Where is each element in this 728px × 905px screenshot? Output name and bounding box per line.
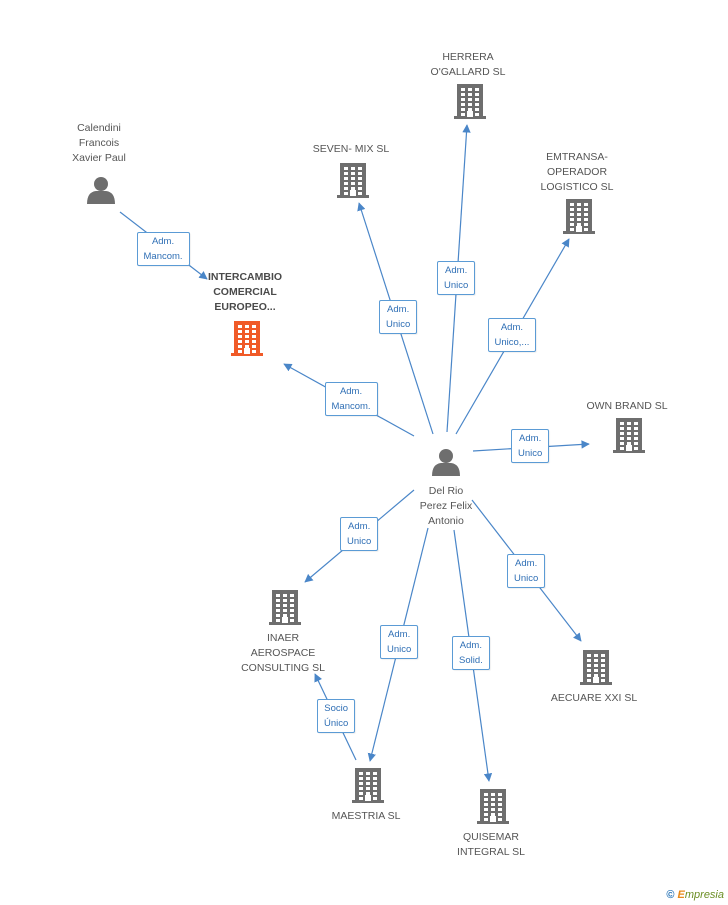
- relation-label-center-intercambio[interactable]: Adm. Mancom.: [324, 382, 378, 416]
- node-label-herrera[interactable]: HERRERA O'GALLARD SL: [431, 50, 506, 80]
- node-label-line: Del Rio: [428, 485, 464, 497]
- node-label-line: HERRERA: [442, 51, 494, 63]
- relation-text: Adm.: [459, 640, 482, 651]
- person-icon[interactable]: [431, 447, 461, 482]
- copyright-icon: ©: [666, 889, 675, 901]
- node-label-intercambio[interactable]: INTERCAMBIO COMERCIAL EUROPEO...: [208, 270, 282, 315]
- node-label-line: OWN BRAND SL: [586, 400, 668, 412]
- relation-text: Unico: [347, 536, 372, 547]
- node-label-line: Xavier Paul: [72, 152, 126, 164]
- node-label-line: Antonio: [428, 515, 464, 527]
- relation-text: Unico: [444, 280, 469, 291]
- building-icon[interactable]: [231, 320, 263, 361]
- relation-text: Unico: [514, 573, 539, 584]
- relation-text: Unico: [386, 319, 411, 330]
- relation-text: Adm.: [445, 265, 468, 276]
- relation-label-calendini-intercambio[interactable]: Adm. Mancom.: [136, 232, 190, 266]
- node-label-ownbrand[interactable]: OWN BRAND SL: [586, 399, 667, 414]
- node-label-line: MAESTRIA SL: [331, 810, 401, 822]
- building-icon[interactable]: [269, 589, 301, 630]
- relation-label-center-seven[interactable]: Adm. Unico: [379, 300, 418, 334]
- relation-label-center-herrera[interactable]: Adm. Unico: [437, 261, 476, 295]
- relation-label-center-quisemar[interactable]: Adm. Solid.: [452, 636, 490, 670]
- node-label-line: CONSULTING SL: [241, 662, 325, 674]
- node-label-line: O'GALLARD SL: [430, 66, 506, 78]
- node-label-maestria[interactable]: MAESTRIA SL: [332, 809, 401, 824]
- relation-label-center-emtransa[interactable]: Adm. Unico,...: [487, 318, 537, 352]
- person-icon[interactable]: [86, 175, 116, 210]
- relation-text: Unico,...: [494, 337, 530, 348]
- building-icon[interactable]: [337, 162, 369, 203]
- relation-text: Adm.: [387, 304, 410, 315]
- relation-text: Adm.: [339, 386, 363, 397]
- node-label-emtransa[interactable]: EMTRANSA- OPERADOR LOGISTICO SL: [541, 150, 614, 195]
- building-icon[interactable]: [563, 198, 595, 239]
- relation-text: Adm.: [388, 629, 411, 640]
- node-label-line: OPERADOR: [546, 166, 608, 178]
- relation-text: Único: [324, 718, 349, 729]
- node-label-line: EMTRANSA-: [546, 151, 608, 163]
- node-label-quisemar[interactable]: QUISEMAR INTEGRAL SL: [457, 830, 525, 860]
- relation-text: Mancom.: [143, 251, 183, 262]
- relation-label-center-maestria[interactable]: Adm. Unico: [380, 625, 419, 659]
- building-icon[interactable]: [580, 649, 612, 690]
- relation-text: Solid.: [459, 655, 483, 666]
- node-label-line: LOGISTICO SL: [540, 181, 614, 193]
- relation-text: Unico: [518, 448, 543, 459]
- node-label-aecuare[interactable]: AECUARE XXI SL: [551, 691, 637, 706]
- building-icon[interactable]: [352, 767, 384, 808]
- node-label-line: AECUARE XXI SL: [550, 692, 638, 704]
- node-label-line: SEVEN- MIX SL: [312, 143, 390, 155]
- relation-label-center-aecuare[interactable]: Adm. Unico: [507, 554, 546, 588]
- empresia-brand[interactable]: ©Empresia: [666, 889, 724, 901]
- node-label-line: COMERCIAL: [213, 286, 277, 298]
- node-label-line: Calendini: [77, 122, 121, 134]
- node-label-line: EUROPEO...: [214, 301, 276, 313]
- relation-text: Socio: [324, 703, 349, 714]
- node-label-line: Perez Felix: [419, 500, 473, 512]
- node-label-inaer[interactable]: INAER AEROSPACE CONSULTING SL: [241, 631, 325, 676]
- node-label-line: Francois: [78, 137, 120, 149]
- node-label-line: INAER: [266, 632, 300, 644]
- relation-label-center-ownbrand[interactable]: Adm. Unico: [511, 429, 550, 463]
- relation-text: Adm.: [519, 433, 542, 444]
- relation-text: Adm.: [348, 521, 371, 532]
- node-label-line: INTERCAMBIO: [207, 271, 283, 283]
- node-label-seven[interactable]: SEVEN- MIX SL: [313, 142, 389, 157]
- node-label-line: INTEGRAL SL: [457, 846, 525, 858]
- relation-label-center-inaer[interactable]: Adm. Unico: [340, 517, 379, 551]
- relation-text: Adm.: [500, 322, 524, 333]
- relation-text: Adm.: [515, 558, 538, 569]
- relation-text: Adm.: [151, 236, 175, 247]
- building-icon[interactable]: [477, 788, 509, 829]
- building-icon[interactable]: [454, 83, 486, 124]
- building-icon[interactable]: [613, 417, 645, 458]
- relation-text: Mancom.: [331, 401, 371, 412]
- node-label-line: QUISEMAR: [462, 831, 520, 843]
- node-label-line: AEROSPACE: [250, 647, 316, 659]
- relation-text: Unico: [387, 644, 412, 655]
